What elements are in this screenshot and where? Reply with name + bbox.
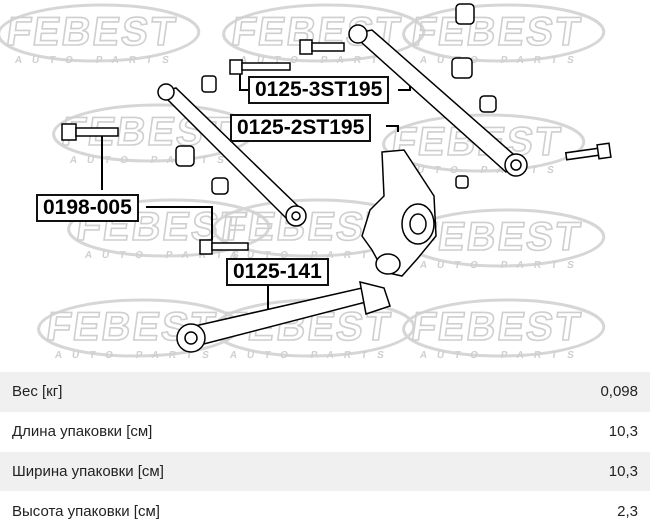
spec-label: Ширина упаковки [см]	[0, 451, 482, 492]
bushings	[175, 3, 497, 195]
callout-0125-2st195[interactable]: 0125-2ST195	[230, 114, 372, 142]
spec-value: 0,098	[481, 372, 650, 412]
callout-0125-141[interactable]: 0125-141	[226, 258, 329, 286]
svg-text:AUTO PARTS: AUTO PARTS	[239, 55, 405, 66]
lower-control-arm	[176, 280, 391, 353]
spec-value: 10,3	[481, 451, 650, 492]
middle-control-arm	[157, 83, 307, 227]
svg-text:AUTO PARTS: AUTO PARTS	[229, 250, 395, 261]
spec-label: Вес [кг]	[0, 372, 482, 412]
svg-text:AUTO PARTS: AUTO PARTS	[69, 155, 235, 166]
spec-label: Высота упаковки [см]	[0, 491, 482, 531]
svg-text:AUTO PARTS: AUTO PARTS	[419, 260, 585, 271]
spec-label: Длина упаковки [см]	[0, 411, 482, 452]
steering-knuckle	[361, 149, 437, 277]
svg-text:FEBEST: FEBEST	[409, 304, 585, 349]
svg-text:AUTO PARTS: AUTO PARTS	[84, 250, 250, 261]
table-row: Длина упаковки [см] 10,3	[0, 411, 650, 452]
table-row: Ширина упаковки [см] 10,3	[0, 451, 650, 492]
svg-text:AUTO PARTS: AUTO PARTS	[399, 165, 565, 176]
svg-text:AUTO PARTS: AUTO PARTS	[229, 350, 395, 361]
table-row: Вес [кг] 0,098	[0, 372, 650, 412]
svg-text:AUTO PARTS: AUTO PARTS	[419, 55, 585, 66]
svg-text:AUTO PARTS: AUTO PARTS	[419, 350, 585, 361]
svg-text:FEBEST: FEBEST	[4, 9, 180, 54]
leader-line-3st195-bolt	[239, 68, 248, 91]
bolt-top	[229, 59, 291, 75]
spec-value: 2,3	[481, 491, 650, 531]
bolt-upper-center	[299, 39, 345, 55]
table-row: Высота упаковки [см] 2,3	[0, 491, 650, 531]
bolts	[61, 39, 612, 255]
spec-value: 10,3	[481, 411, 650, 452]
callout-0198-005[interactable]: 0198-005	[36, 194, 139, 222]
svg-text:AUTO PARTS: AUTO PARTS	[14, 55, 180, 66]
svg-text:FEBEST: FEBEST	[409, 214, 585, 259]
callout-0125-3st195[interactable]: 0125-3ST195	[248, 76, 390, 104]
svg-text:FEBEST: FEBEST	[409, 9, 585, 54]
leader-line-2st195	[386, 125, 399, 132]
svg-text:AUTO PARTS: AUTO PARTS	[54, 350, 220, 361]
bolt-mid	[199, 239, 249, 255]
bolt-right	[564, 142, 612, 161]
spec-table: Вес [кг] 0,098 Длина упаковки [см] 10,3 …	[0, 372, 650, 531]
leader-line-0198-b	[146, 206, 213, 240]
bolt-left	[61, 123, 119, 141]
upper-control-arm	[348, 24, 528, 177]
